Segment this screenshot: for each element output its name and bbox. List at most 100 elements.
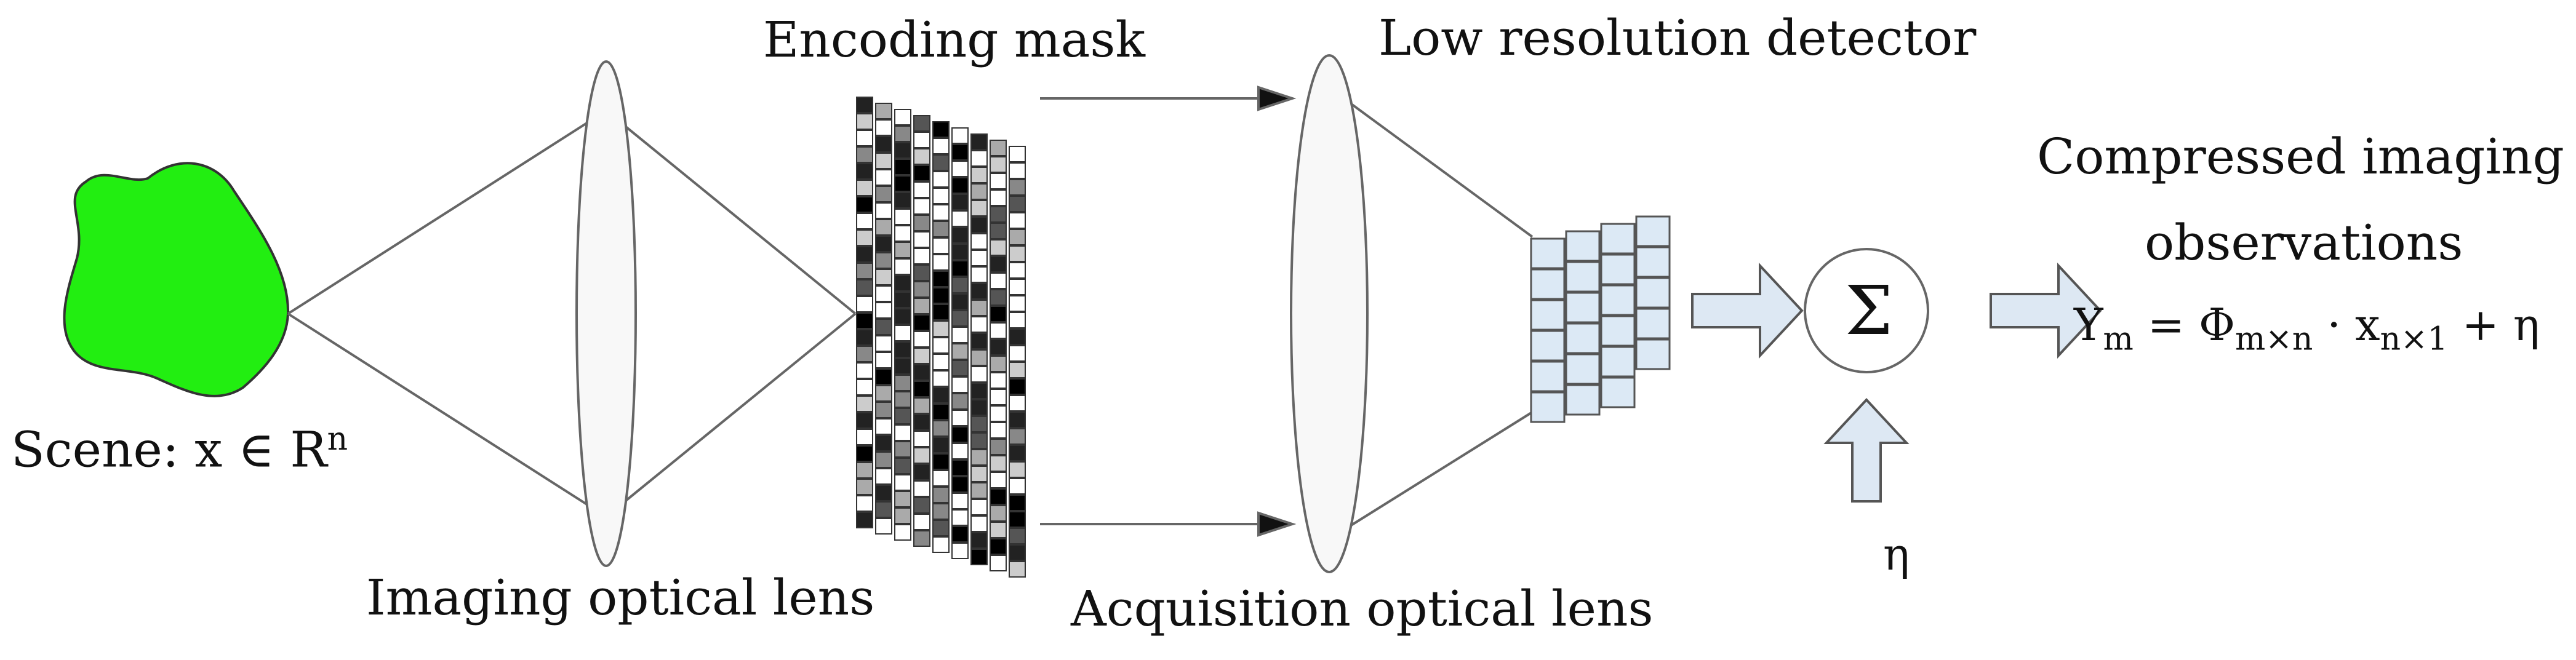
mask-cell	[990, 239, 1007, 256]
mask-cell	[951, 459, 969, 476]
mask-cell	[913, 364, 930, 381]
mask-cell	[913, 215, 930, 231]
imaging-lens-label: Imaging optical lens	[366, 569, 875, 626]
mask-cell	[856, 312, 873, 329]
eq-lhs: Y	[2074, 299, 2103, 351]
mask-cell	[894, 358, 911, 375]
mask-cell	[1009, 312, 1026, 328]
mask-cell	[856, 113, 873, 130]
mask-cell	[951, 410, 969, 426]
mask-cell	[932, 470, 950, 487]
detector-cell	[1600, 253, 1636, 285]
mask-cell	[1009, 461, 1026, 478]
mask-cell	[970, 383, 988, 399]
mask-cell	[875, 518, 892, 535]
mask-cell	[875, 352, 892, 368]
mask-cell	[894, 175, 911, 192]
mask-cell	[875, 153, 892, 169]
detector-cell	[1635, 246, 1671, 278]
mask-cell	[932, 370, 950, 387]
mask-cell	[913, 397, 930, 414]
mask-cell	[856, 379, 873, 396]
eq-phi-sub: m×n	[2234, 320, 2313, 358]
mask-cell	[1009, 146, 1026, 162]
mask-cell	[856, 97, 873, 113]
detector-cell	[1530, 391, 1566, 423]
mask-cell	[856, 196, 873, 213]
mask-cell	[894, 375, 911, 391]
mask-cell	[894, 292, 911, 308]
mask-cell	[875, 485, 892, 501]
mask-cell	[951, 127, 969, 144]
mask-cell	[913, 314, 930, 331]
eq-x-sub: n×1	[2380, 320, 2448, 358]
mask-cell	[913, 381, 930, 397]
mask-cell	[894, 424, 911, 441]
mask-cell	[970, 150, 988, 167]
mask-cell	[1009, 262, 1026, 279]
detector-label: Low resolution detector	[1378, 9, 1977, 66]
mask-cell	[990, 339, 1007, 356]
mask-cell	[951, 393, 969, 410]
noise-label: η	[1883, 528, 1910, 580]
mask-cell	[970, 499, 988, 515]
detector-cell	[1565, 353, 1601, 385]
scene-blob-icon	[63, 162, 290, 397]
detector-cell	[1635, 277, 1671, 309]
mask-cell	[932, 387, 950, 404]
mask-cell	[951, 177, 969, 194]
mask-cell	[932, 304, 950, 320]
mask-cell	[970, 133, 988, 150]
mask-cell	[856, 512, 873, 528]
mask-cell	[894, 524, 911, 541]
mask-cell	[951, 476, 969, 493]
mask-cell	[913, 181, 930, 198]
mask-cell	[856, 180, 873, 196]
mask-cell	[1009, 412, 1026, 428]
mask-cell	[894, 458, 911, 474]
mask-cell	[932, 171, 950, 188]
mask-cell	[913, 514, 930, 530]
mask-cell	[990, 439, 1007, 455]
mask-cell	[1009, 229, 1026, 245]
eq-dot-x: · x	[2313, 299, 2380, 351]
mask-cell	[990, 256, 1007, 272]
mask-cell	[932, 154, 950, 171]
mask-cell	[1009, 196, 1026, 212]
mask-cell	[951, 343, 969, 360]
detector-cell	[1600, 223, 1636, 255]
mask-cell	[1009, 378, 1026, 395]
mask-cell	[856, 279, 873, 296]
detector-cell	[1565, 384, 1601, 416]
mask-cell	[856, 396, 873, 412]
mask-cell	[970, 466, 988, 482]
mask-cell	[970, 167, 988, 183]
detector-grid-icon	[1530, 215, 1671, 423]
mask-cell	[1009, 295, 1026, 312]
mask-cell	[913, 464, 930, 480]
mask-cell	[990, 223, 1007, 239]
mask-cell	[875, 119, 892, 136]
mask-cell	[951, 144, 969, 161]
block-arrow-detector-to-sum	[1691, 262, 1804, 359]
mask-cell	[951, 543, 969, 559]
mask-cell	[990, 455, 1007, 472]
detector-cell	[1565, 261, 1601, 293]
mask-cell	[875, 236, 892, 252]
optical-path-lines-imaging	[287, 109, 857, 518]
mask-cell	[913, 447, 930, 464]
mask-cell	[951, 210, 969, 227]
mask-cell	[856, 329, 873, 346]
mask-cell	[913, 298, 930, 314]
mask-cell	[932, 520, 950, 536]
mask-cell	[875, 269, 892, 285]
mask-cell	[970, 300, 988, 316]
mask-cell	[913, 348, 930, 364]
detector-cell	[1635, 338, 1671, 370]
mask-cell	[990, 422, 1007, 439]
mask-cell	[932, 487, 950, 503]
mask-cell	[932, 254, 950, 271]
mask-cell	[951, 194, 969, 210]
mask-cell	[1009, 445, 1026, 461]
